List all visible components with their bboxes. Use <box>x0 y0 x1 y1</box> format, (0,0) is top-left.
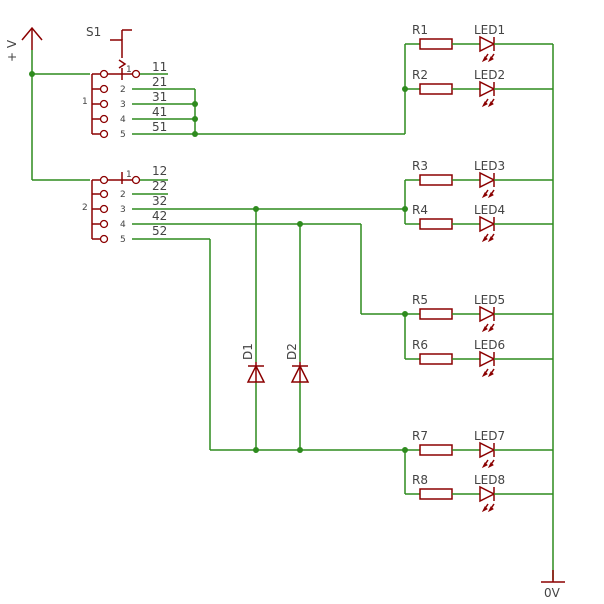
deck1-pin-51: 51 <box>152 120 167 134</box>
deck2-pos-5: 5 <box>120 235 126 245</box>
switch-deck1: 2 3 4 5 1 11 21 31 41 51 <box>91 60 167 140</box>
diode-d1-label: D1 <box>241 343 255 360</box>
deck1-label: 1 <box>82 97 88 107</box>
resistor-r7 <box>419 444 453 456</box>
r3-led3-row: R3 LED3 <box>412 159 553 199</box>
deck2-label: 2 <box>82 203 88 213</box>
led2-label: LED2 <box>474 68 505 82</box>
led6 <box>479 350 496 378</box>
deck1-pin-21: 21 <box>152 75 167 89</box>
deck2-pos-2: 2 <box>120 190 126 200</box>
led8 <box>479 485 496 513</box>
deck2-pos-1: 1 <box>126 170 132 180</box>
deck2-pos-3: 3 <box>120 205 126 215</box>
led3-label: LED3 <box>474 159 505 173</box>
led5 <box>479 305 496 333</box>
resistor-r3-label: R3 <box>412 159 428 173</box>
led4 <box>479 215 496 243</box>
r8-led8-row: R8 LED8 <box>412 473 553 513</box>
supply-wires <box>29 50 90 181</box>
r6-led6-row: R6 LED6 <box>412 338 553 378</box>
led1 <box>479 35 496 63</box>
led6-label: LED6 <box>474 338 505 352</box>
led1-label: LED1 <box>474 23 505 37</box>
resistor-r4-label: R4 <box>412 203 428 217</box>
deck1-pos-4: 4 <box>120 115 126 125</box>
resistor-r6 <box>419 353 453 365</box>
deck1-pos-1: 1 <box>126 65 132 75</box>
resistor-r2 <box>419 83 453 95</box>
diode-d1 <box>246 362 266 383</box>
led7-label: LED7 <box>474 429 505 443</box>
deck1-pin-11: 11 <box>152 60 167 74</box>
led7 <box>479 441 496 469</box>
deck1-pos-5: 5 <box>120 130 126 140</box>
deck2-pin-32: 32 <box>152 194 167 208</box>
diode-d2-label: D2 <box>285 343 299 360</box>
deck2-wires <box>132 179 420 495</box>
supply-symbol <box>21 26 43 50</box>
resistor-r4 <box>419 218 453 230</box>
deck1-pos-3: 3 <box>120 100 126 110</box>
led8-label: LED8 <box>474 473 505 487</box>
resistor-r5-label: R5 <box>412 293 428 307</box>
switch-actuator <box>110 29 132 69</box>
resistor-r5 <box>419 308 453 320</box>
switch-label: S1 <box>86 25 101 39</box>
resistor-r1-label: R1 <box>412 23 428 37</box>
deck2-pin-42: 42 <box>152 209 167 223</box>
resistor-r1 <box>419 38 453 50</box>
deck1-pos-2: 2 <box>120 85 126 95</box>
resistor-r8 <box>419 488 453 500</box>
ground-symbol <box>541 570 565 583</box>
deck1-pin-31: 31 <box>152 90 167 104</box>
deck2-pin-22: 22 <box>152 179 167 193</box>
resistor-r8-label: R8 <box>412 473 428 487</box>
led4-label: LED4 <box>474 203 505 217</box>
resistor-r3 <box>419 174 453 186</box>
ground-label: 0V <box>544 586 561 600</box>
deck1-wires <box>132 43 420 137</box>
led3 <box>479 171 496 199</box>
r7-led7-row: R7 LED7 <box>412 429 553 469</box>
r1-led1-row: R1 LED1 <box>412 23 553 63</box>
resistor-r6-label: R6 <box>412 338 428 352</box>
supply-label: + V <box>5 39 19 62</box>
diode-d2 <box>290 362 310 383</box>
deck2-pin-12: 12 <box>152 164 167 178</box>
deck2-pos-4: 4 <box>120 220 126 230</box>
deck1-common-contacts <box>92 68 141 139</box>
resistor-r7-label: R7 <box>412 429 428 443</box>
r2-led2-row: R2 LED2 <box>412 68 553 108</box>
led5-label: LED5 <box>474 293 505 307</box>
deck1-pin-41: 41 <box>152 105 167 119</box>
r5-led5-row: R5 LED5 <box>412 293 553 333</box>
deck2-pin-52: 52 <box>152 224 167 238</box>
switch-deck2: 2 3 4 5 1 12 22 32 42 52 <box>91 164 167 245</box>
resistor-r2-label: R2 <box>412 68 428 82</box>
led2 <box>479 80 496 108</box>
r4-led4-row: R4 LED4 <box>412 203 553 243</box>
